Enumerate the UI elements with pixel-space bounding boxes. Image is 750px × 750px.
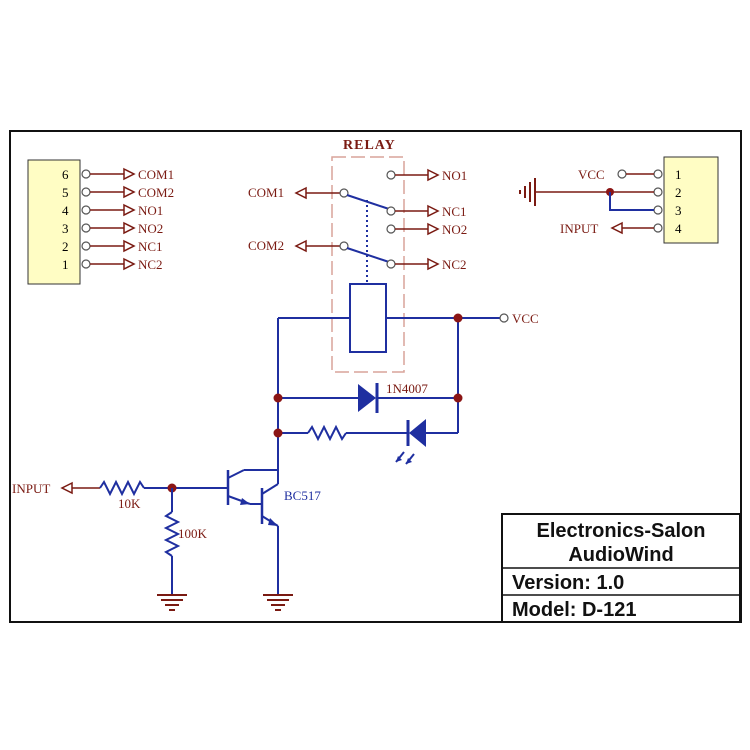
left-header-pin-2: 2 NC1 [62, 239, 163, 254]
left-header-pin-3: 3 NO2 [62, 221, 163, 236]
resistor-100k-icon [163, 511, 181, 557]
relay: RELAY COM1 NO1 NC1 NO2 COM2 N [248, 138, 500, 373]
pin-number: 2 [675, 185, 682, 200]
pin-number: 5 [62, 185, 69, 200]
relay-com2-label: COM2 [248, 238, 284, 253]
pin-number: 3 [62, 221, 69, 236]
relay-no1-label: NO1 [442, 168, 467, 183]
input-label: INPUT [12, 481, 50, 496]
ground-icon [157, 594, 187, 611]
pin-number: 4 [675, 221, 682, 236]
relay-no2-label: NO2 [442, 222, 467, 237]
title-model: Model: D-121 [512, 599, 636, 621]
title-product: AudioWind [568, 544, 673, 566]
diode-icon [358, 383, 379, 413]
vcc-pin-icon [499, 313, 509, 323]
diagram-frame [9, 130, 742, 623]
left-header-connector: 6 COM1 5 COM2 4 NO1 3 NO2 2 [27, 159, 174, 285]
left-header-body [27, 159, 81, 285]
relay-nc2-label: NC2 [442, 257, 467, 272]
net-label-com2: COM2 [138, 185, 174, 200]
resistor-10k-icon [99, 479, 145, 497]
left-header-pin-1: 1 NC2 [62, 257, 163, 272]
pin-number: 3 [675, 203, 682, 218]
net-label-no1: NO1 [138, 203, 163, 218]
led-resistor-icon [307, 424, 347, 442]
net-label-nc1: NC1 [138, 239, 163, 254]
diode-label: 1N4007 [386, 381, 428, 396]
left-header-pin-6: 6 COM1 [62, 167, 174, 182]
relay-title: RELAY [343, 138, 396, 153]
net-label-no2: NO2 [138, 221, 163, 236]
pin-number: 1 [62, 257, 69, 272]
relay-com1-label: COM1 [248, 185, 284, 200]
relay-nc1-label: NC1 [442, 204, 467, 219]
pin-number: 1 [675, 167, 682, 182]
transistor-icon [226, 469, 279, 527]
title-block: Electronics-Salon AudioWind Version: 1.0… [501, 513, 741, 623]
right-header-connector: 1 2 3 4 VCC INPUT [519, 156, 719, 244]
led-icon [395, 419, 426, 465]
ground-icon [263, 594, 293, 611]
resistor-10k-label: 10K [118, 496, 141, 511]
net-label-nc2: NC2 [138, 257, 163, 272]
transistor-label: BC517 [284, 488, 321, 503]
left-header-pin-5: 5 COM2 [62, 185, 174, 200]
pin-number: 4 [62, 203, 69, 218]
title-version: Version: 1.0 [512, 572, 624, 594]
pin-number: 6 [62, 167, 69, 182]
coil-vcc-label: VCC [512, 311, 539, 326]
relay-coil [349, 283, 387, 353]
header-vcc-label: VCC [578, 167, 605, 182]
pin-number: 2 [62, 239, 69, 254]
header-input-label: INPUT [560, 221, 598, 236]
left-header-pin-4: 4 NO1 [62, 203, 163, 218]
resistor-100k-label: 100K [178, 526, 208, 541]
title-company: Electronics-Salon [537, 520, 706, 542]
ground-icon [519, 178, 536, 206]
net-label-com1: COM1 [138, 167, 174, 182]
right-header-body [663, 156, 719, 244]
